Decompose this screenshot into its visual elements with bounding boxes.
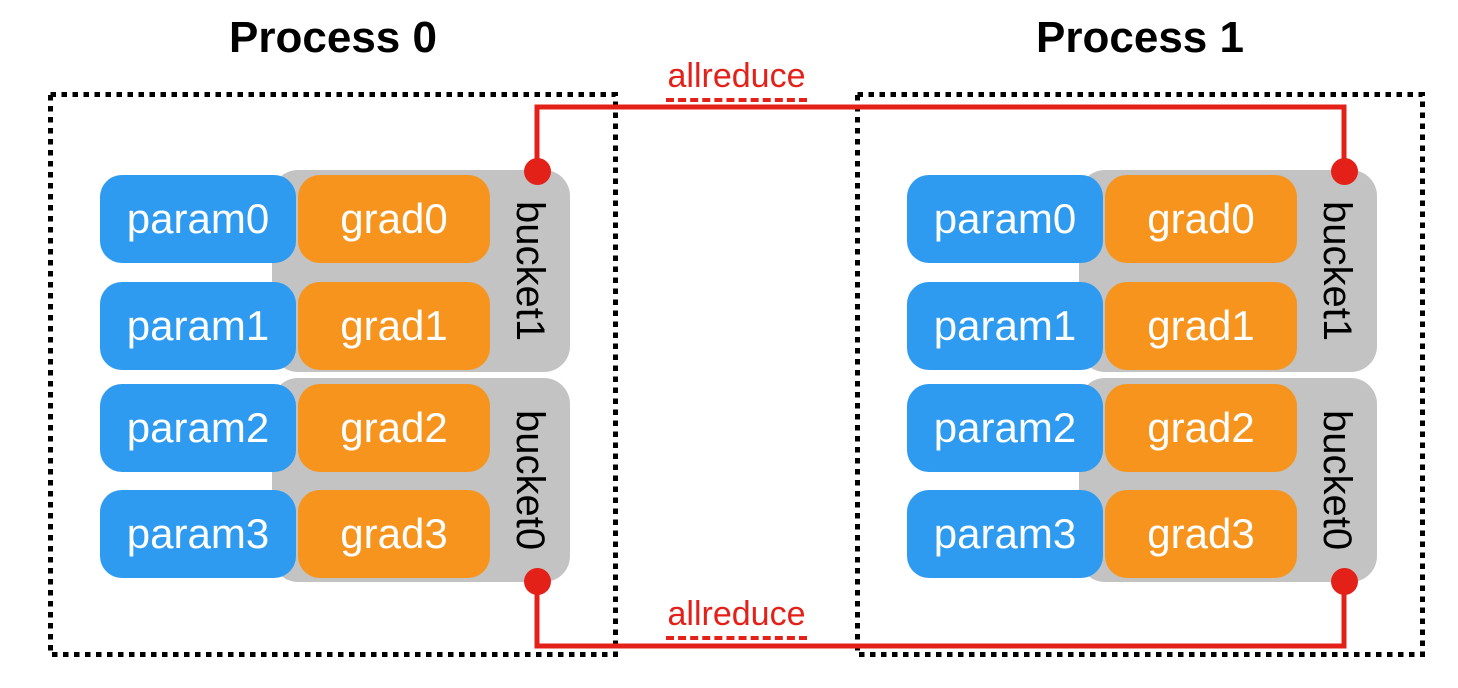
param2-chip: param2 bbox=[100, 384, 296, 472]
process-0-box: bucket1 bucket0 param0 grad0 param1 grad… bbox=[48, 92, 618, 657]
allreduce-endpoint-dot bbox=[1331, 158, 1358, 185]
process-1-border bbox=[855, 92, 1425, 657]
process-1-bucket0-label-area: bucket0 bbox=[1297, 378, 1377, 582]
allreduce-top-label: allreduce bbox=[618, 58, 855, 102]
param0-chip: param0 bbox=[100, 175, 296, 263]
process-0-title: Process 0 bbox=[229, 13, 437, 62]
bucket0-label: bucket0 bbox=[508, 409, 552, 551]
bucket1-label: bucket1 bbox=[508, 200, 552, 342]
allreduce-top-connector bbox=[534, 104, 1347, 171]
allreduce-bottom-label: allreduce bbox=[618, 596, 855, 640]
process-0-border bbox=[48, 92, 618, 657]
param0-chip: param0 bbox=[907, 175, 1103, 263]
allreduce-bottom-connector bbox=[534, 581, 1347, 649]
grad0-chip: grad0 bbox=[298, 175, 490, 263]
grad2-chip: grad2 bbox=[298, 384, 490, 472]
process-1-box: bucket1 bucket0 param0 grad0 param1 grad… bbox=[855, 92, 1425, 657]
param1-chip: param1 bbox=[907, 282, 1103, 370]
process-1-title: Process 1 bbox=[1036, 13, 1244, 62]
param2-chip: param2 bbox=[907, 384, 1103, 472]
param3-chip: param3 bbox=[100, 490, 296, 578]
grad3-chip: grad3 bbox=[298, 490, 490, 578]
process-1-bucket1-label-area: bucket1 bbox=[1297, 170, 1377, 372]
process-0-bucket0-label-area: bucket0 bbox=[490, 378, 570, 582]
allreduce-endpoint-dot bbox=[524, 568, 551, 595]
param1-chip: param1 bbox=[100, 282, 296, 370]
grad0-chip: grad0 bbox=[1105, 175, 1297, 263]
allreduce-endpoint-dot bbox=[524, 158, 551, 185]
allreduce-endpoint-dot bbox=[1331, 568, 1358, 595]
process-0-bucket1-label-area: bucket1 bbox=[490, 170, 570, 372]
bucket1-label: bucket1 bbox=[1315, 200, 1359, 342]
grad3-chip: grad3 bbox=[1105, 490, 1297, 578]
bucket0-label: bucket0 bbox=[1315, 409, 1359, 551]
grad2-chip: grad2 bbox=[1105, 384, 1297, 472]
param3-chip: param3 bbox=[907, 490, 1103, 578]
grad1-chip: grad1 bbox=[298, 282, 490, 370]
grad1-chip: grad1 bbox=[1105, 282, 1297, 370]
